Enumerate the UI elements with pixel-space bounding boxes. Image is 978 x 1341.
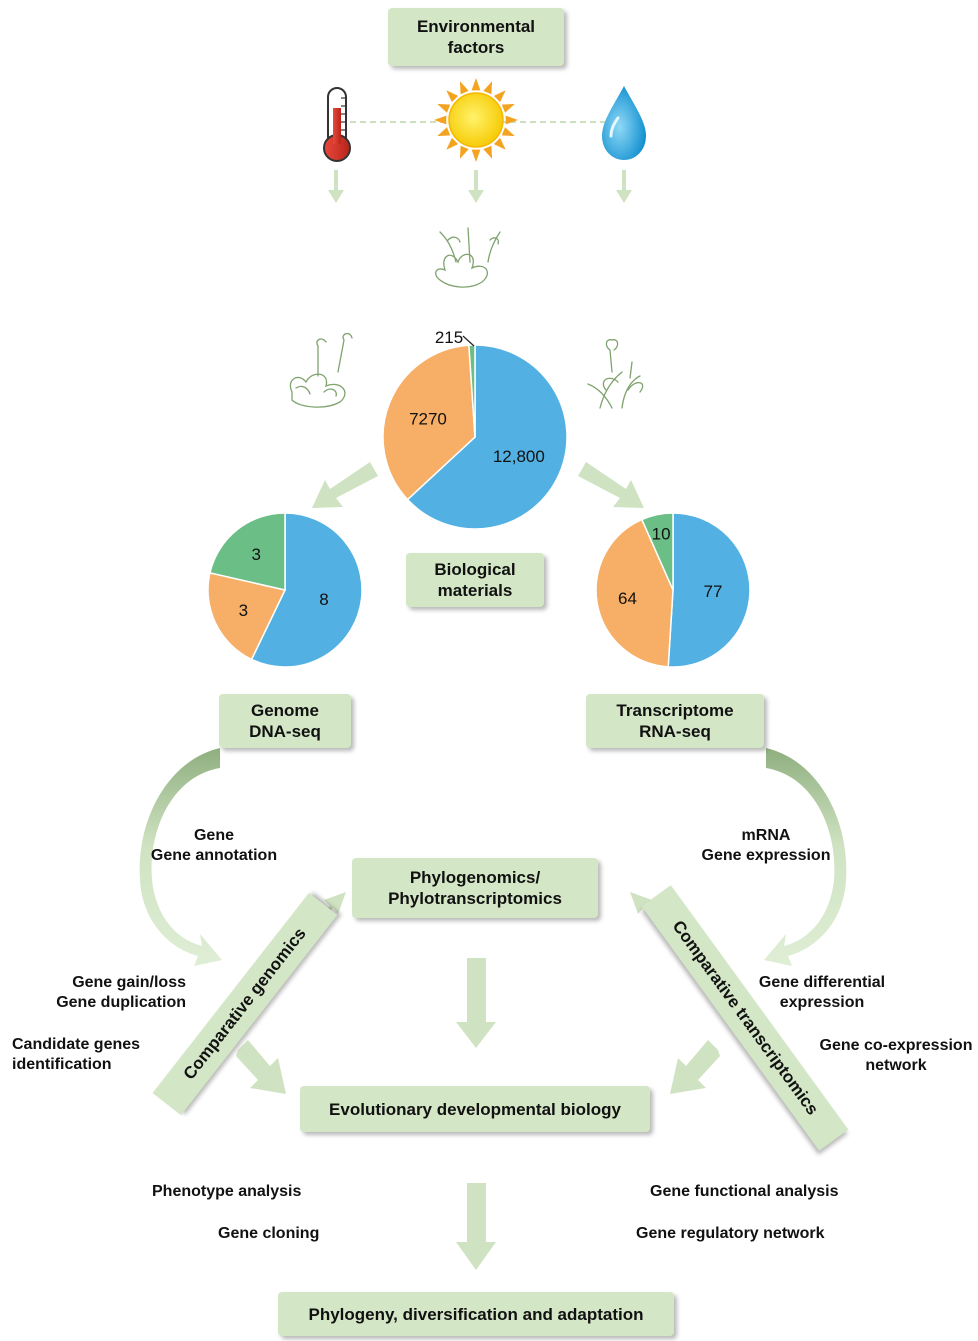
genome-line-1: Genome [250, 701, 320, 720]
genome-line-2: DNA-seq [249, 722, 321, 741]
sun-ray [434, 115, 447, 125]
gene-annotation-label: Gene Gene annotation [148, 826, 280, 866]
pie-right-slice-3 [640, 512, 674, 591]
duplication-text: Gene duplication [56, 994, 186, 1011]
phylogeny-label: Phylogeny, diversification and adaptatio… [308, 1304, 644, 1324]
pie-left-slice-1 [250, 512, 363, 668]
sun-ray [501, 103, 515, 113]
sun-ray [483, 81, 493, 95]
pie-top-leader [462, 335, 475, 347]
sun-ray [501, 127, 515, 137]
biological-line-1: Biological [434, 560, 516, 579]
environmental-line-1: Environmental [416, 17, 536, 36]
pie-left-label-3: 3 [251, 545, 260, 564]
sun-ray [483, 145, 493, 159]
pie-left-label-2: 3 [239, 601, 248, 620]
phylogeny-box: Phylogeny, diversification and adaptatio… [278, 1292, 674, 1336]
transcriptome-line-1: Transcriptome [616, 701, 734, 720]
environmental-line-2: factors [447, 38, 505, 57]
pie-arrows [312, 462, 644, 508]
pie-chart-left: 8 3 3 [207, 512, 363, 668]
arrow-down-center-1 [456, 958, 496, 1048]
pie-top-label-2: 7270 [409, 409, 447, 428]
mrna-text: mRNA [741, 827, 791, 844]
gene-coexpression-label: Gene co-expression network [816, 1036, 976, 1076]
water-drop-icon [602, 86, 646, 160]
sun-ray [493, 90, 506, 103]
pie-left-slice-3 [209, 512, 286, 591]
arrow-down-center-2 [456, 1183, 496, 1270]
pie-top-label-3: 215 [435, 328, 463, 347]
evodevo-box: Evolutionary developmental biology [300, 1086, 650, 1132]
gene-differential-label: Gene differential expression [752, 973, 892, 1013]
expression-text: expression [779, 994, 865, 1011]
env-arrows [328, 170, 632, 203]
pie-top-label-1: 12,800 [493, 447, 545, 466]
genome-curve-arrow [139, 748, 222, 966]
pie-right-label-2: 64 [618, 589, 637, 608]
sun-ray [505, 115, 518, 125]
plant-icon [289, 227, 644, 409]
sun-ray [437, 103, 451, 113]
biological-line-2: materials [437, 581, 513, 600]
transcriptome-box: Transcriptome RNA-seq [586, 694, 764, 748]
sun-ray [459, 81, 469, 95]
arrow-to-evodevo-right [670, 1040, 720, 1094]
pie-chart-right: 77 64 10 [595, 512, 751, 668]
sun-ray [471, 78, 481, 91]
biological-materials-box: Biological materials [406, 553, 544, 607]
transcriptome-line-2: RNA-seq [639, 722, 711, 741]
pie-chart-top: 12,800 7270 215 [382, 328, 568, 530]
pie-top-slice-3 [468, 344, 476, 438]
pie-top-slice-2 [382, 344, 476, 501]
coexpression-text: Gene co-expression [819, 1037, 973, 1054]
pie-right-label-1: 77 [704, 582, 723, 601]
pie-left-label-1: 8 [319, 590, 328, 609]
network-text: network [865, 1057, 927, 1074]
pie-right-label-3: 10 [652, 524, 671, 543]
sun-ray [446, 137, 459, 150]
pie-right-slice-2 [595, 518, 674, 668]
sun-ray [446, 90, 459, 103]
sun-ray [471, 149, 481, 162]
thermometer-icon [323, 87, 351, 162]
candidate-genes-label: Candidate genes identification [12, 1035, 140, 1075]
identification-text: identification [12, 1056, 112, 1073]
gene-regulatory-network-label: Gene regulatory network [636, 1225, 825, 1242]
arrow-to-evodevo-left [236, 1040, 286, 1094]
pie-right-slice-1 [667, 512, 751, 668]
sun-ray [493, 137, 506, 150]
sun-icon [434, 78, 518, 162]
candidate-text: Candidate genes [12, 1036, 141, 1053]
transcriptome-curve-arrow [764, 748, 847, 966]
gene-annotation-text: Gene annotation [150, 847, 278, 864]
pie-left-slice-2 [207, 571, 287, 661]
gene-cloning-label: Gene cloning [218, 1225, 320, 1242]
phylogenomics-line-1: Phylogenomics/ [409, 868, 541, 887]
pie-top-slice-1 [406, 344, 568, 530]
gene-functional-analysis-label: Gene functional analysis [650, 1183, 839, 1200]
differential-text: Gene differential [758, 974, 886, 991]
gene-gain-loss-label: Gene gain/loss Gene duplication [40, 973, 186, 1013]
gene-expression-text: Gene expression [701, 847, 831, 864]
mrna-expression-label: mRNA Gene expression [696, 826, 836, 866]
gain-loss-text: Gene gain/loss [72, 974, 186, 991]
sun-ray [459, 145, 469, 159]
genome-box: Genome DNA-seq [219, 694, 351, 748]
sun-ray [437, 127, 451, 137]
phylogenomics-box: Phylogenomics/ Phylotranscriptomics [352, 858, 598, 918]
phylogenomics-line-2: Phylotranscriptomics [388, 889, 562, 908]
gene-text: Gene [193, 827, 234, 844]
evodevo-label: Evolutionary developmental biology [329, 1099, 621, 1119]
phenotype-analysis-label: Phenotype analysis [152, 1183, 302, 1200]
environmental-factors-box: Environmental factors [388, 8, 564, 66]
